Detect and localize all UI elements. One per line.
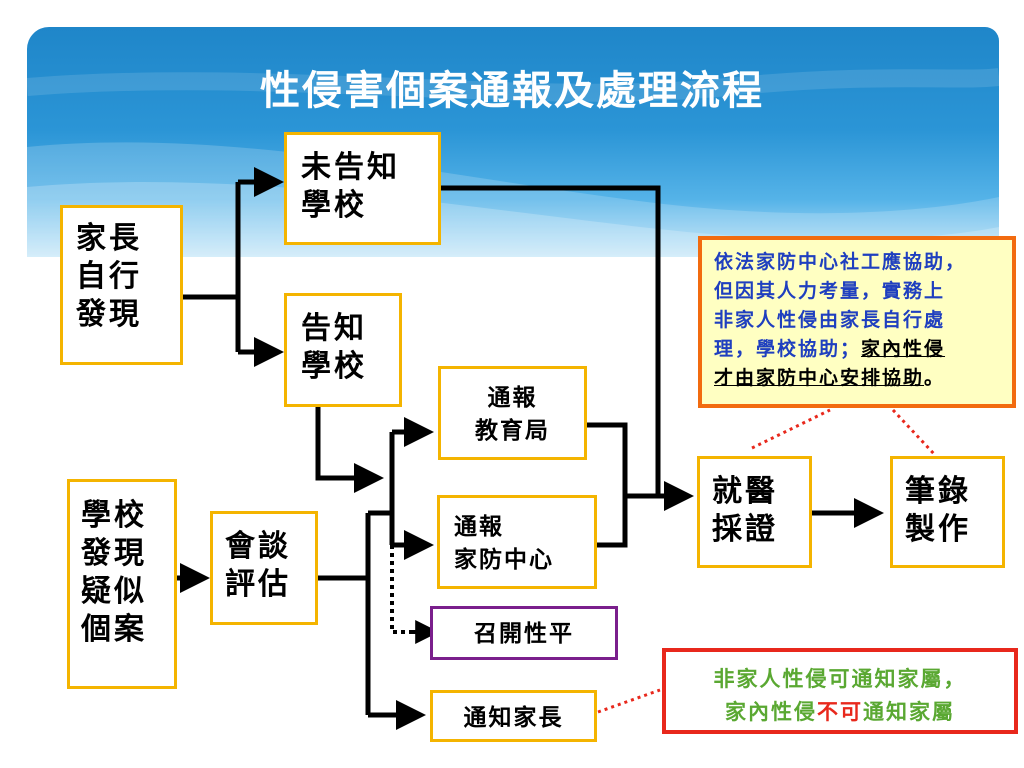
callout-line-parents [597,688,661,714]
node-report-education-bureau: 通報 教育局 [438,366,587,460]
node-school-not-informed: 未告知 學校 [284,132,441,245]
underlined-text: 才由家防中心安排協助 [714,367,925,389]
node-transcript: 筆錄 製作 [890,456,1005,568]
callout-line-transcript [891,408,937,457]
underlined-text: 家內性侵 [861,338,946,360]
page-title: 性侵害個案通報及處理流程 [260,67,764,114]
node-report-family-center: 通報 家防中心 [437,495,597,589]
node-notify-parents: 通知家長 [430,690,597,742]
connector-not-informed-to-medical [440,185,661,496]
node-school-informed: 告知 學校 [284,293,402,407]
node-school-found: 學校 發現 疑似 個案 [67,479,177,689]
connector-reports-merge [587,422,628,548]
node-gender-equity-meeting: 召開性平 [430,606,618,660]
callout-line-medical [751,408,831,450]
node-medical-evidence: 就醫 採證 [697,456,812,568]
note-parent-notice: 非家人性侵可通知家屬， 家內性侵不可通知家屬 [662,648,1018,734]
arrow-informed-to-report [315,406,384,493]
dotted-to-meeting [390,545,414,634]
node-parent-found: 家長 自行 發現 [60,205,183,365]
node-interview-assess: 會談 評估 [210,511,318,625]
note-family-center: 依法家防中心社工應協助， 但因其人力考量，實務上 非家人性侵由家長自行處 理，學… [698,236,1016,408]
